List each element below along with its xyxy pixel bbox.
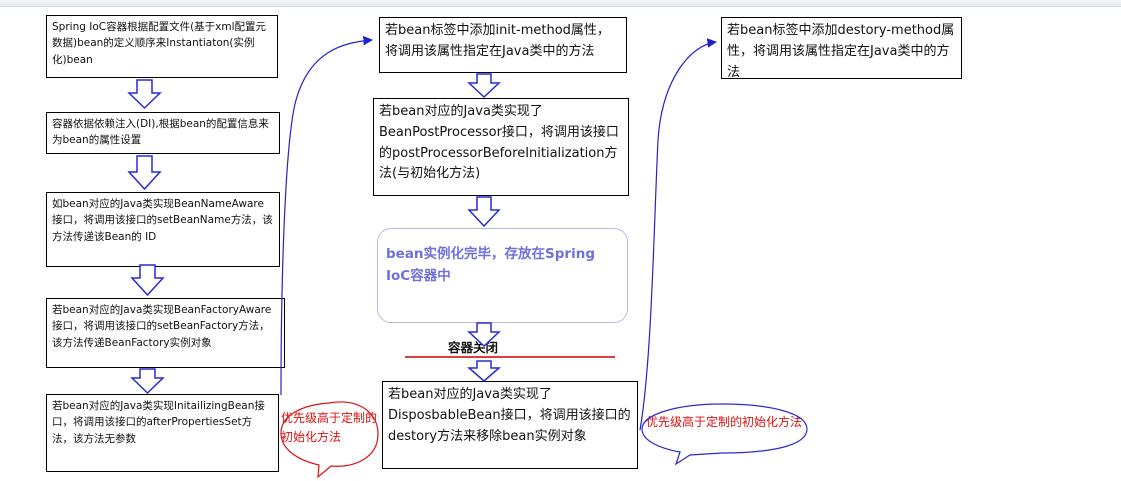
priority-destroy-note: 优先级高于定制的初始化方法 (646, 413, 802, 432)
down-arrow-icon (127, 79, 162, 110)
down-arrow-icon (130, 368, 165, 395)
connector-to-destroy-method (639, 38, 717, 431)
bean-ready-box: bean实例化完毕，存放在Spring IoC容器中 (377, 228, 628, 323)
step-bean-name-aware-text: 如bean对应的Java类实现BeanNameAware接口，将调用该接口的se… (52, 198, 273, 243)
down-arrow-icon (130, 264, 165, 297)
down-arrow-icon (467, 73, 501, 99)
down-arrow-icon (467, 196, 501, 228)
bean-post-processor-text: 若bean对应的Java类实现了BeanPostProcessor接口，将调用该… (379, 104, 619, 182)
step-initializing-bean-box: 若bean对应的Java类实现InitailizingBean接口，将调用该接口… (46, 394, 279, 472)
priority-destroy-callout (641, 403, 808, 466)
step-initializing-bean-text: 若bean对应的Java类实现InitailizingBean接口，将调用该接口… (52, 400, 265, 445)
init-method-box: 若bean标签中添加init-method属性，将调用该属性指定在Java类中的… (379, 17, 627, 73)
connector-to-init-method (280, 35, 373, 396)
step-bean-name-aware-box: 如bean对应的Java类实现BeanNameAware接口，将调用该接口的se… (46, 192, 280, 267)
down-arrow-icon (127, 155, 162, 191)
disposable-bean-text: 若bean对应的Java类实现了DisposbableBean接口，将调用该接口… (388, 387, 631, 444)
step-dependency-injection-box: 容器依据依赖注入(DI),根据bean的配置信息来为bean的属性设置 (46, 112, 280, 154)
priority-init-note-text: 优先级高于定制的初始化方法 (281, 411, 378, 444)
down-arrow-icon (466, 360, 502, 382)
down-arrow-icon (467, 322, 501, 348)
step-bean-factory-aware-text: 若bean对应的Java类实现BeanFactoryAware接口，将调用该接口… (52, 304, 272, 349)
step-dependency-injection-text: 容器依据依赖注入(DI),根据bean的配置信息来为bean的属性设置 (52, 118, 269, 147)
step-bean-factory-aware-box: 若bean对应的Java类实现BeanFactoryAware接口，将调用该接口… (46, 298, 285, 368)
priority-init-callout (280, 401, 379, 479)
destroy-method-box: 若bean标签中添加destory-method属性，将调用该属性指定在Java… (721, 17, 962, 79)
window-top-strip (0, 0, 1121, 7)
destroy-method-text: 若bean标签中添加destory-method属性，将调用该属性指定在Java… (727, 23, 955, 79)
bean-post-processor-box: 若bean对应的Java类实现了BeanPostProcessor接口，将调用该… (373, 98, 629, 196)
priority-init-note: 优先级高于定制的初始化方法 (281, 409, 377, 446)
priority-destroy-note-text: 优先级高于定制的初始化方法 (646, 415, 803, 429)
step-instantiate-text: Spring IoC容器根据配置文件(基于xml配置元数据)bean的定义顺序来… (52, 21, 267, 66)
disposable-bean-box: 若bean对应的Java类实现了DisposbableBean接口，将调用该接口… (382, 381, 638, 469)
init-method-text: 若bean标签中添加init-method属性，将调用该属性指定在Java类中的… (385, 23, 610, 59)
step-instantiate-box: Spring IoC容器根据配置文件(基于xml配置元数据)bean的定义顺序来… (46, 15, 278, 78)
bean-ready-text: bean实例化完毕，存放在Spring IoC容器中 (386, 246, 595, 285)
